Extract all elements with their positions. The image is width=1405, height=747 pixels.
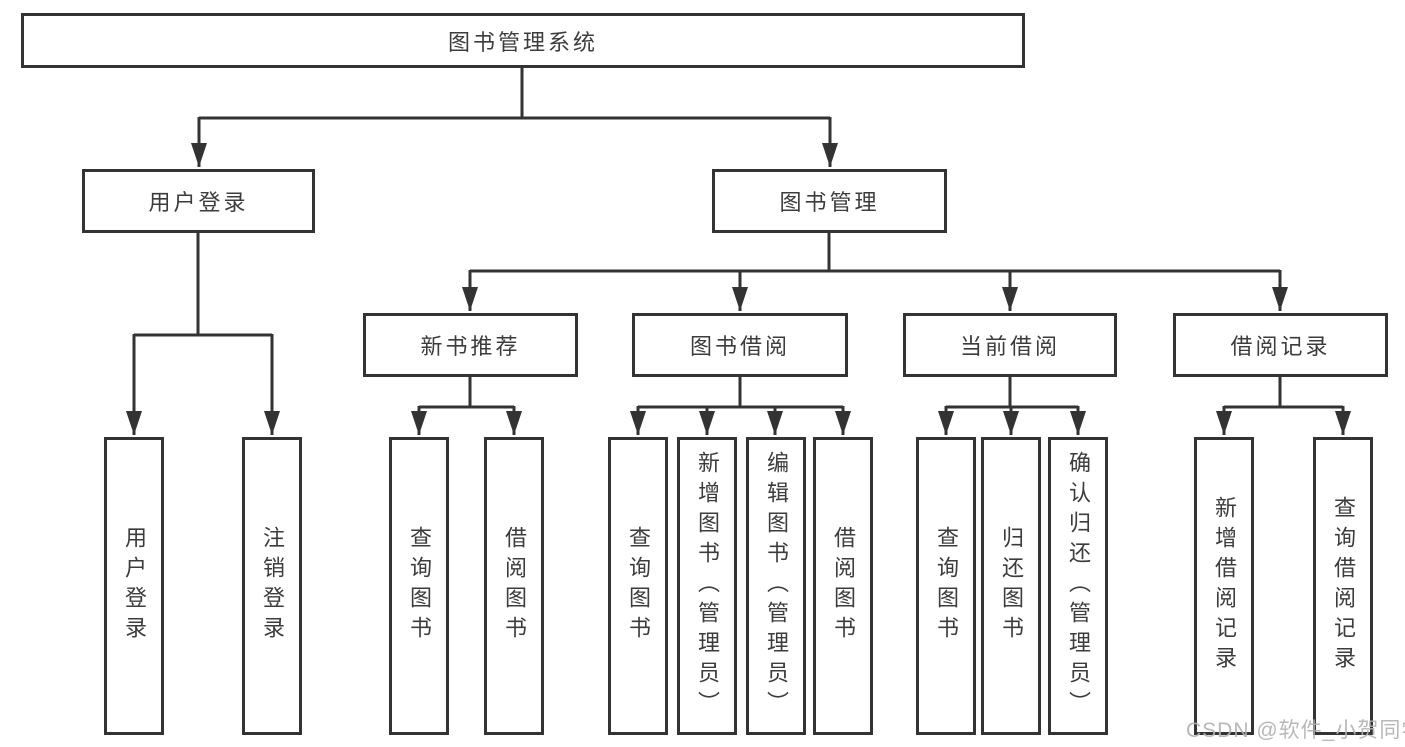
node-label: 用户登录 [122, 526, 147, 646]
node-label: 确认归还（管理员） [1066, 451, 1091, 721]
node-leaf-user-login: 用户登录 [104, 437, 164, 735]
node-leaf-query-books-borrowing: 查询图书 [608, 437, 668, 735]
node-user-login-branch: 用户登录 [82, 169, 315, 233]
node-label: 借阅图书 [831, 526, 856, 646]
node-leaf-borrow-books-recommendation: 借阅图书 [484, 437, 544, 735]
node-leaf-query-borrow-record: 查询借阅记录 [1313, 437, 1373, 735]
node-label: 查询图书 [934, 526, 959, 646]
node-label: 查询图书 [626, 526, 651, 646]
node-leaf-edit-books-admin: 编辑图书（管理员） [746, 437, 806, 735]
node-leaf-logout: 注销登录 [242, 437, 302, 735]
node-leaf-confirm-return-admin: 确认归还（管理员） [1048, 437, 1108, 735]
node-leaf-return-books: 归还图书 [981, 437, 1041, 735]
node-label: 归还图书 [999, 526, 1024, 646]
node-label: 图书借阅 [689, 334, 790, 359]
node-label: 新增借阅记录 [1212, 496, 1237, 676]
node-label: 当前借阅 [959, 334, 1060, 359]
node-book-management-branch: 图书管理 [712, 169, 947, 233]
csdn-watermark: CSDN @软件_小贺同学 [1186, 719, 1405, 742]
node-label: 编辑图书（管理员） [764, 451, 789, 721]
node-label: 借阅图书 [502, 526, 527, 646]
node-label: 图书管理 [779, 190, 880, 215]
node-new-book-recommendation: 新书推荐 [363, 313, 578, 377]
node-current-borrowing: 当前借阅 [903, 313, 1117, 377]
node-label: 用户登录 [148, 190, 249, 215]
node-borrowing-records: 借阅记录 [1173, 313, 1388, 377]
node-label: 新书推荐 [420, 334, 521, 359]
node-leaf-add-books-admin: 新增图书（管理员） [677, 437, 737, 735]
node-leaf-query-books-current: 查询图书 [916, 437, 976, 735]
node-book-borrowing: 图书借阅 [632, 313, 848, 377]
node-label: 图书管理系统 [447, 29, 598, 55]
node-label: 查询借阅记录 [1331, 496, 1356, 676]
node-library-management-system: 图书管理系统 [21, 13, 1025, 68]
node-leaf-borrow-books-borrowing: 借阅图书 [813, 437, 873, 735]
node-label: 新增图书（管理员） [695, 451, 720, 721]
node-leaf-query-books-recommendation: 查询图书 [389, 437, 449, 735]
node-label: 注销登录 [260, 526, 285, 646]
node-leaf-add-borrow-record: 新增借阅记录 [1194, 437, 1254, 735]
node-label: 查询图书 [407, 526, 432, 646]
node-label: 借阅记录 [1230, 334, 1331, 359]
